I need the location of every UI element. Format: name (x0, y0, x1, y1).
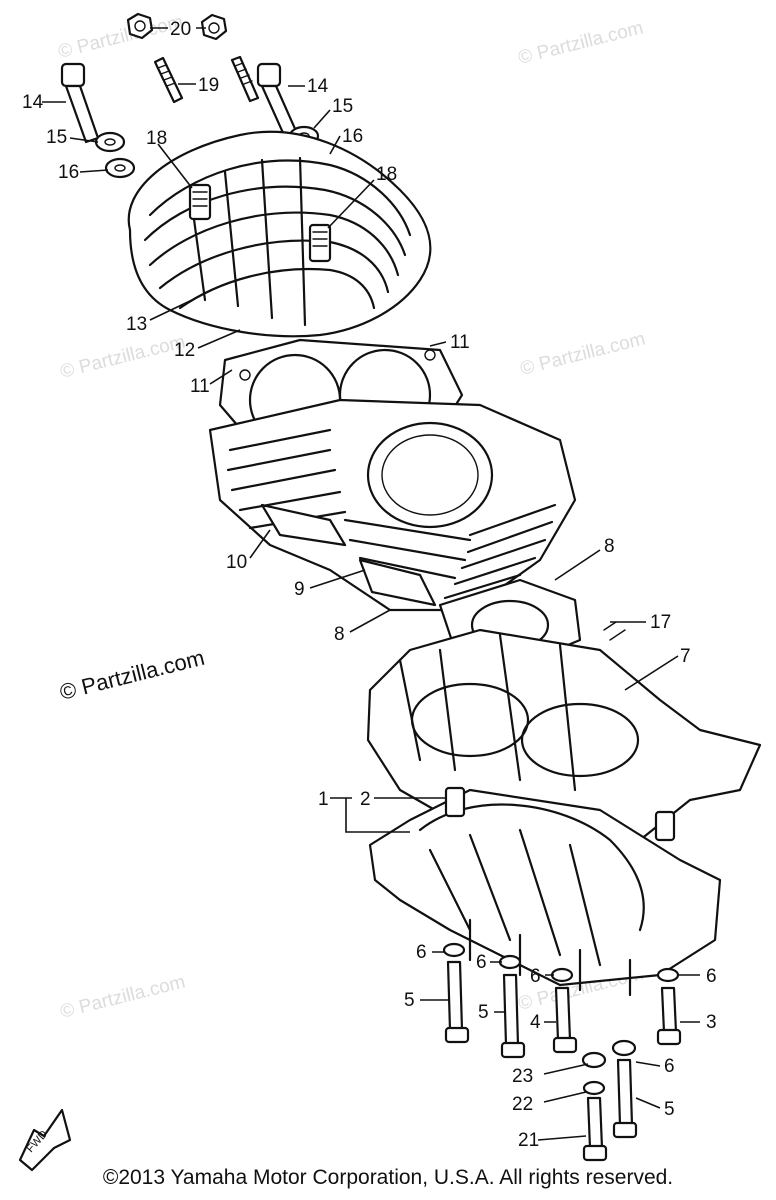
lower-crankcase (368, 786, 722, 997)
callout-7: 7 (680, 646, 691, 667)
callout-2: 2 (360, 789, 371, 810)
forward-arrow-icon: FWD (18, 1108, 72, 1172)
callout-11: 11 (190, 376, 210, 397)
callout-5: 5 (664, 1099, 675, 1120)
callout-14: 14 (22, 92, 44, 113)
watermark: © Partzilla.com (58, 972, 187, 1023)
callout-12: 12 (174, 340, 195, 361)
cap-nuts (126, 12, 228, 41)
callout-8: 8 (334, 624, 345, 645)
cylinder-head (127, 130, 432, 338)
studs (153, 55, 260, 104)
callout-labels: 20 19 14 14 15 15 16 16 18 18 13 12 11 1… (22, 19, 717, 1151)
leader-lines (42, 27, 700, 1141)
callout-21: 21 (518, 1130, 539, 1151)
callout-3: 3 (706, 1012, 717, 1033)
callout-8: 8 (604, 536, 615, 557)
callout-16: 16 (58, 162, 79, 183)
callout-4: 4 (530, 1012, 541, 1033)
callout-1: 1 (318, 789, 329, 810)
callout-6: 6 (706, 966, 717, 987)
callout-23: 23 (512, 1066, 533, 1087)
callout-18: 18 (146, 128, 167, 149)
callout-5: 5 (404, 990, 415, 1011)
callout-6: 6 (416, 942, 427, 963)
callout-16: 16 (342, 126, 363, 147)
callout-22: 22 (512, 1094, 533, 1115)
copyright-notice: ©2013 Yamaha Motor Corporation, U.S.A. A… (102, 1166, 674, 1189)
callout-6: 6 (664, 1056, 675, 1077)
callout-20: 20 (170, 19, 191, 40)
watermark: © Partzilla.com (56, 12, 185, 63)
lower-bolts (442, 942, 682, 1162)
head-bolts (60, 62, 302, 146)
callout-6: 6 (476, 952, 487, 973)
callout-17: 17 (650, 612, 671, 633)
callout-19: 19 (198, 75, 219, 96)
watermark: © Partzilla.com (516, 18, 645, 69)
callout-9: 9 (294, 579, 305, 600)
callout-15: 15 (46, 127, 67, 148)
callout-11: 11 (450, 332, 470, 353)
callout-13: 13 (126, 314, 147, 335)
cylinder-block (208, 398, 577, 612)
callout-5: 5 (478, 1002, 489, 1023)
watermark: © Partzilla.com (57, 645, 207, 705)
watermark: © Partzilla.com (518, 329, 647, 380)
callout-10: 10 (226, 552, 247, 573)
watermark: © Partzilla.com (58, 332, 187, 383)
callout-14: 14 (307, 76, 329, 97)
callout-18: 18 (376, 164, 397, 185)
callout-6: 6 (530, 966, 541, 987)
callout-15: 15 (332, 96, 353, 117)
